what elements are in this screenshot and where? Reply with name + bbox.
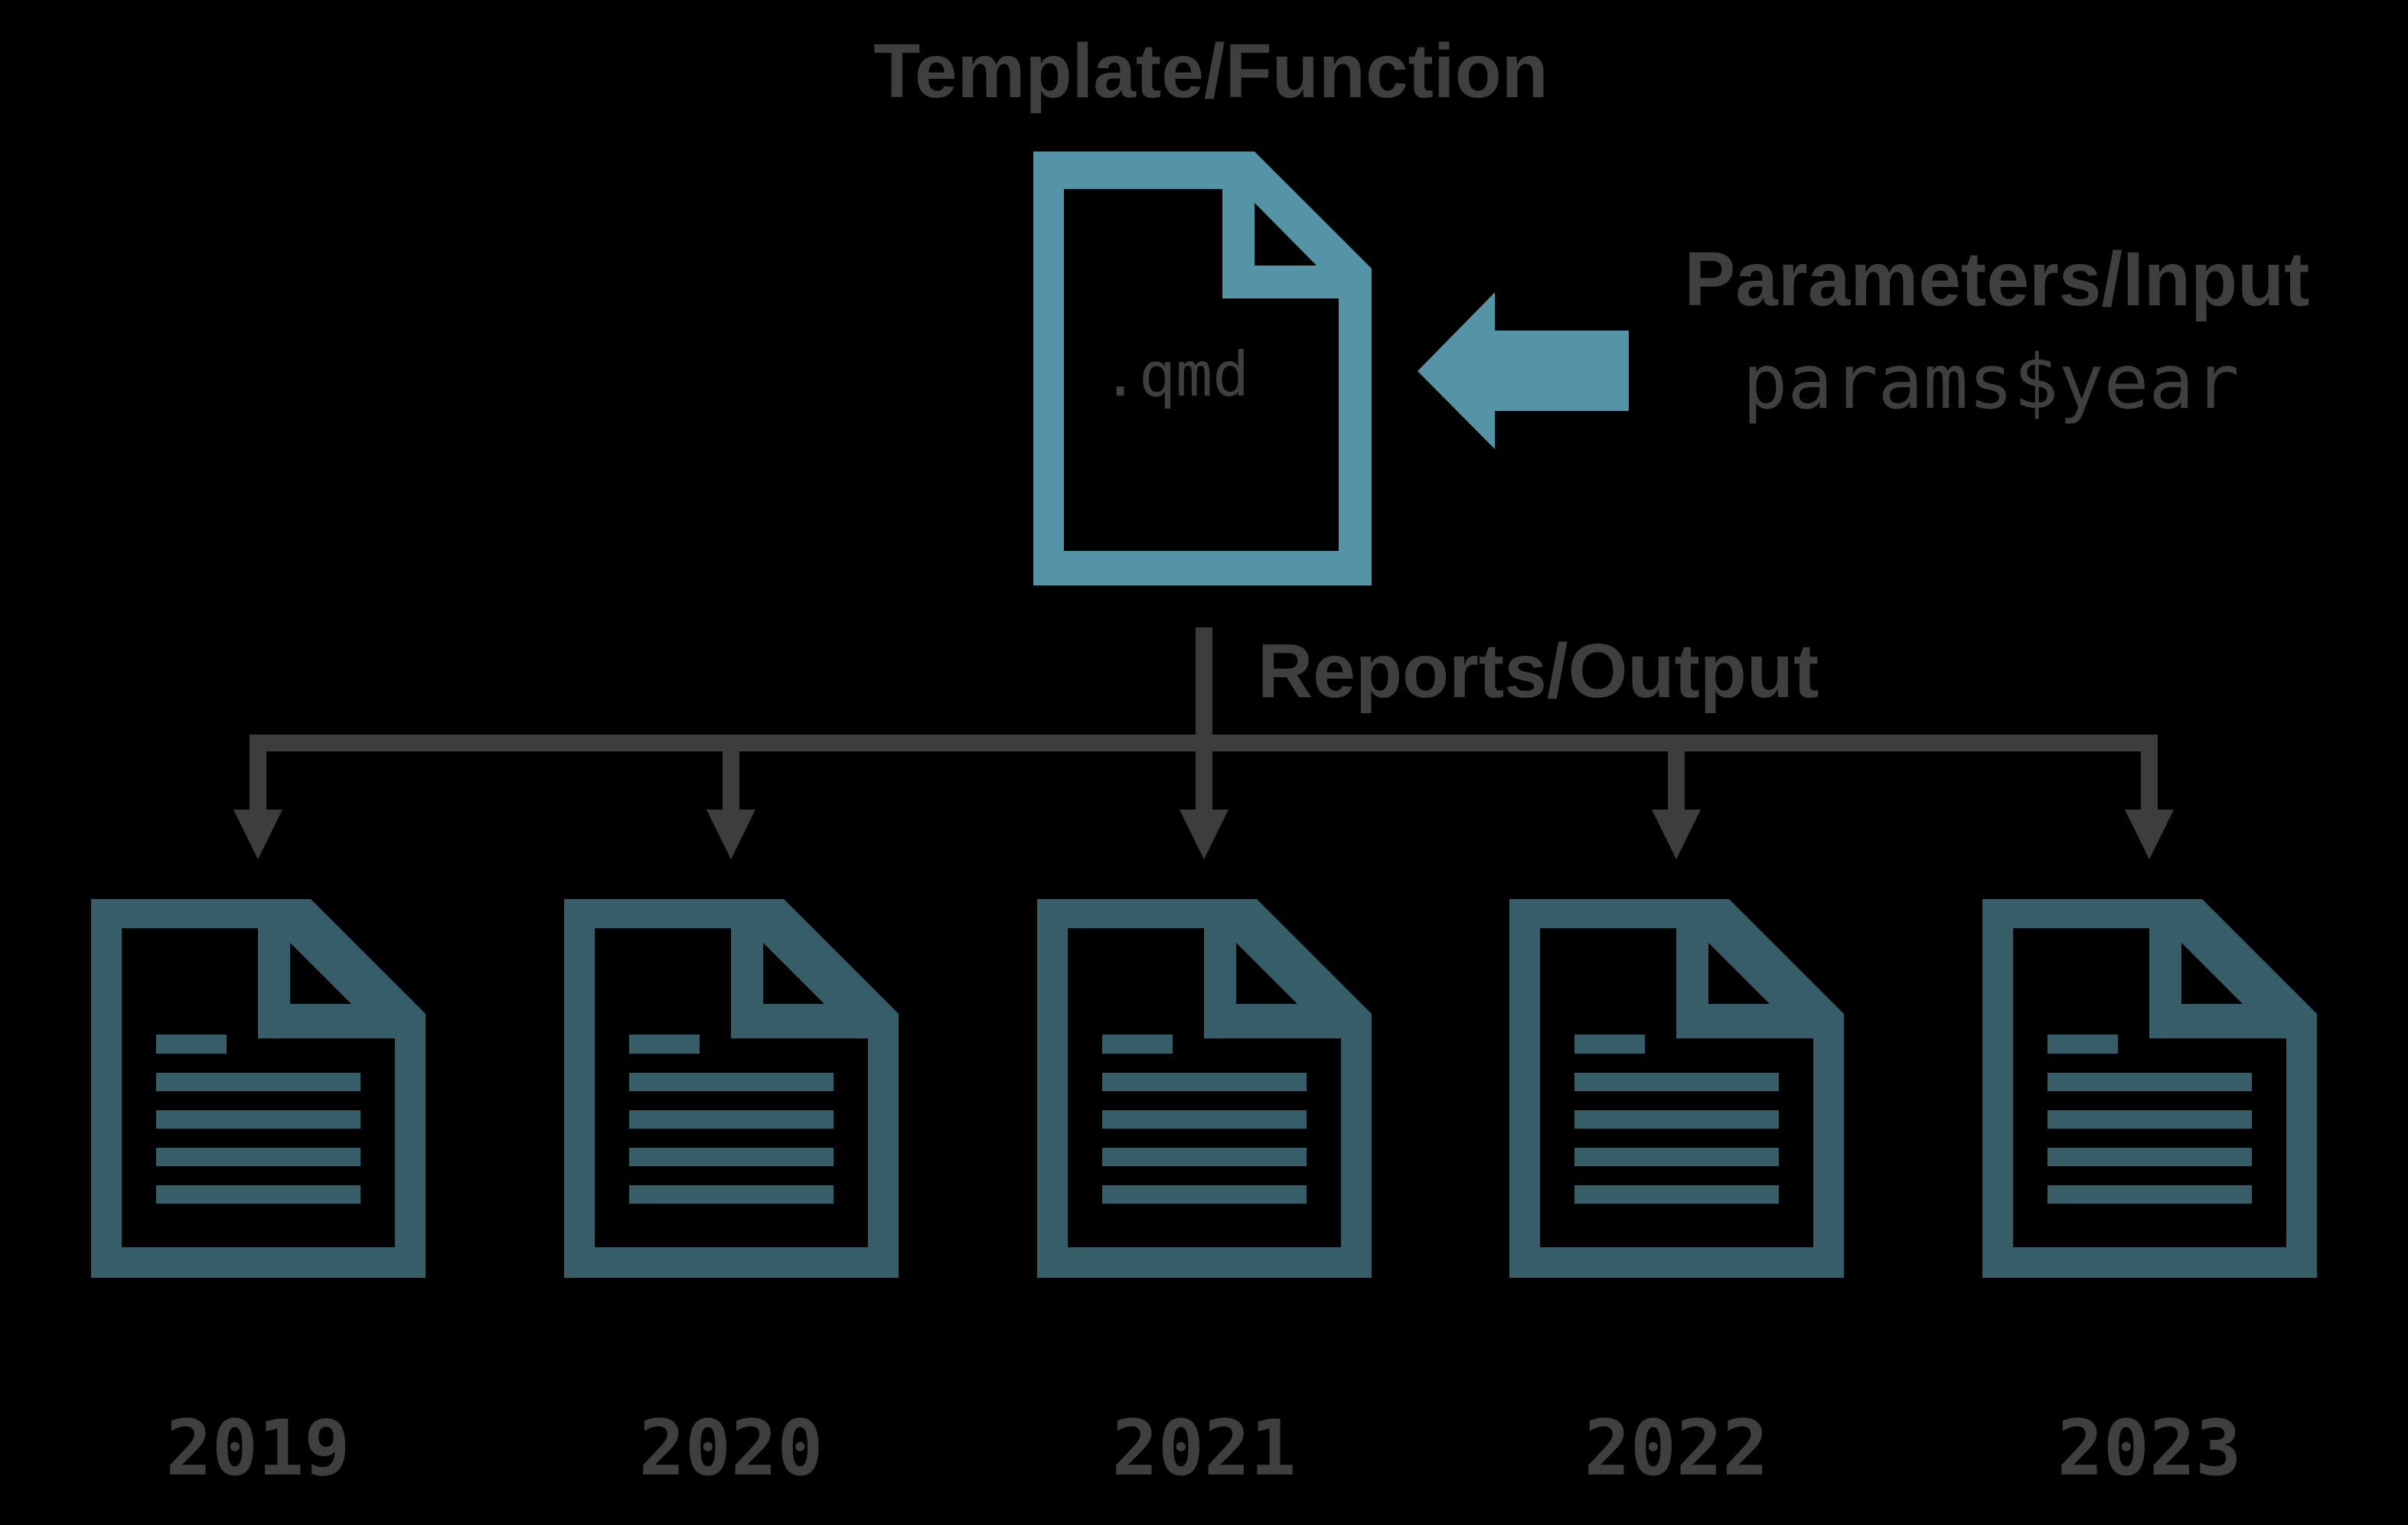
file-document-text-icon: [1982, 899, 2317, 1278]
arrow-left-icon: [1418, 292, 1629, 449]
document-text-lines: [1574, 1035, 1779, 1204]
file-document-text-icon: [91, 899, 426, 1278]
template-to-outputs-connector: [1196, 627, 1212, 751]
arrow-down-icon: [1652, 810, 1701, 859]
branch-line: [2141, 751, 2158, 810]
year-label: 2022: [1584, 1403, 1769, 1493]
qmd-file-type-label: .qmd: [1101, 339, 1250, 410]
branch-line: [723, 751, 739, 810]
document-text-lines: [1102, 1035, 1307, 1204]
file-document-text-icon: [564, 899, 899, 1278]
branch-line: [250, 751, 266, 810]
year-label: 2019: [165, 1403, 351, 1493]
year-label: 2023: [2057, 1403, 2242, 1493]
branch-horizontal-line: [250, 735, 2158, 751]
year-label: 2020: [638, 1403, 824, 1493]
reports-output-label: Reports/Output: [1258, 628, 1819, 714]
params-year-code: params$year: [1742, 339, 2240, 426]
parameters-input-label: Parameters/Input: [1684, 236, 2310, 322]
branch-line: [1668, 751, 1685, 810]
arrow-down-icon: [706, 810, 755, 859]
branch-line: [1196, 751, 1212, 810]
arrow-down-icon: [233, 810, 282, 859]
template-function-label: Template/Function: [873, 28, 1548, 114]
document-text-lines: [629, 1035, 834, 1204]
arrow-down-icon: [1180, 810, 1228, 859]
document-text-lines: [156, 1035, 361, 1204]
arrow-down-icon: [2125, 810, 2174, 859]
year-label: 2021: [1111, 1403, 1297, 1493]
document-text-lines: [2047, 1035, 2252, 1204]
file-document-text-icon: [1509, 899, 1844, 1278]
file-document-text-icon: [1037, 899, 1372, 1278]
